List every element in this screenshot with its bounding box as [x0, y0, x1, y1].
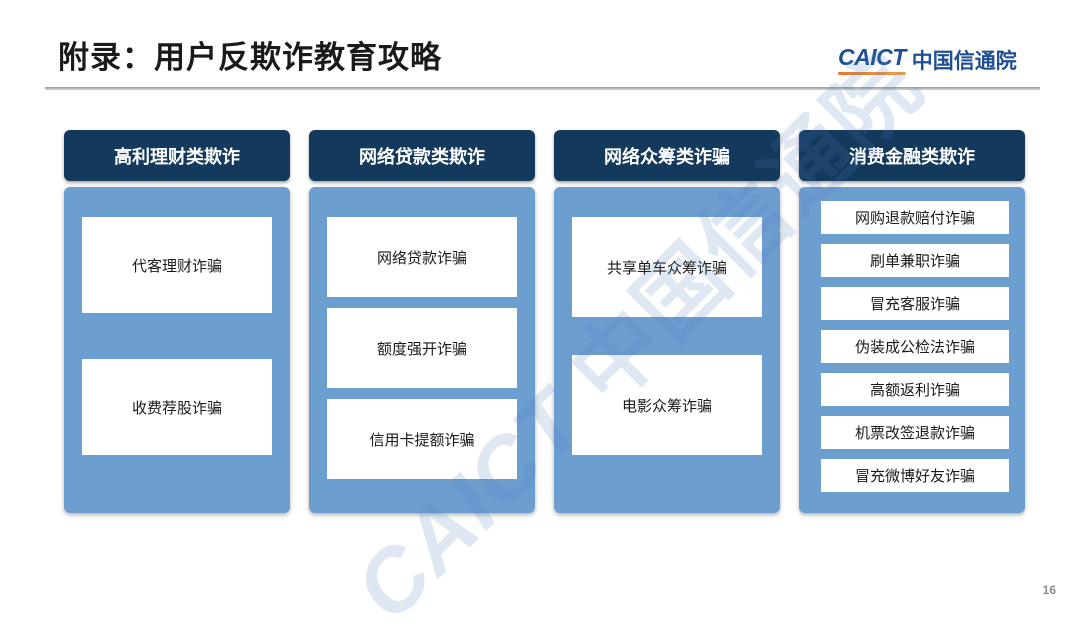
page-number: 16	[1042, 583, 1056, 597]
column-online-loan: 网络贷款类欺诈 网络贷款诈骗 额度强开诈骗 信用卡提额诈骗	[309, 130, 535, 513]
logo: CAICT 中国信通院	[838, 44, 1017, 75]
list-item: 网络贷款诈骗	[327, 217, 517, 297]
column-header: 网络贷款类欺诈	[309, 130, 535, 181]
list-item: 伪装成公检法诈骗	[821, 330, 1009, 363]
list-item: 信用卡提额诈骗	[327, 399, 517, 479]
column-header: 网络众筹类诈骗	[554, 130, 780, 181]
list-item: 刷单兼职诈骗	[821, 244, 1009, 277]
logo-name: 中国信通院	[911, 49, 1017, 73]
column-header: 消费金融类欺诈	[799, 130, 1025, 181]
logo-mark-text: CAICT	[838, 44, 906, 70]
column-consumer-finance: 消费金融类欺诈 网购退款赔付诈骗 刷单兼职诈骗 冒充客服诈骗 伪装成公检法诈骗 …	[799, 130, 1025, 513]
logo-mark: CAICT	[838, 44, 906, 75]
list-item: 代客理财诈骗	[82, 217, 272, 313]
list-item: 冒充客服诈骗	[821, 287, 1009, 320]
list-item: 额度强开诈骗	[327, 308, 517, 388]
column-body: 网络贷款诈骗 额度强开诈骗 信用卡提额诈骗	[309, 187, 535, 513]
column-crowdfunding: 网络众筹类诈骗 共享单车众筹诈骗 电影众筹诈骗	[554, 130, 780, 513]
list-item: 共享单车众筹诈骗	[572, 217, 762, 317]
column-high-interest-finance: 高利理财类欺诈 代客理财诈骗 收费荐股诈骗	[64, 130, 290, 513]
column-body: 网购退款赔付诈骗 刷单兼职诈骗 冒充客服诈骗 伪装成公检法诈骗 高额返利诈骗 机…	[799, 187, 1025, 513]
column-body: 共享单车众筹诈骗 电影众筹诈骗	[554, 187, 780, 513]
logo-swoosh	[838, 72, 906, 75]
slide-title: 附录：用户反欺诈教育攻略	[58, 40, 442, 76]
list-item: 高额返利诈骗	[821, 373, 1009, 406]
column-body: 代客理财诈骗 收费荐股诈骗	[64, 187, 290, 513]
column-header: 高利理财类欺诈	[64, 130, 290, 181]
title-divider	[45, 87, 1040, 90]
list-item: 电影众筹诈骗	[572, 355, 762, 455]
list-item: 收费荐股诈骗	[82, 359, 272, 455]
list-item: 机票改签退款诈骗	[821, 416, 1009, 449]
list-item: 冒充微博好友诈骗	[821, 459, 1009, 492]
list-item: 网购退款赔付诈骗	[821, 201, 1009, 234]
